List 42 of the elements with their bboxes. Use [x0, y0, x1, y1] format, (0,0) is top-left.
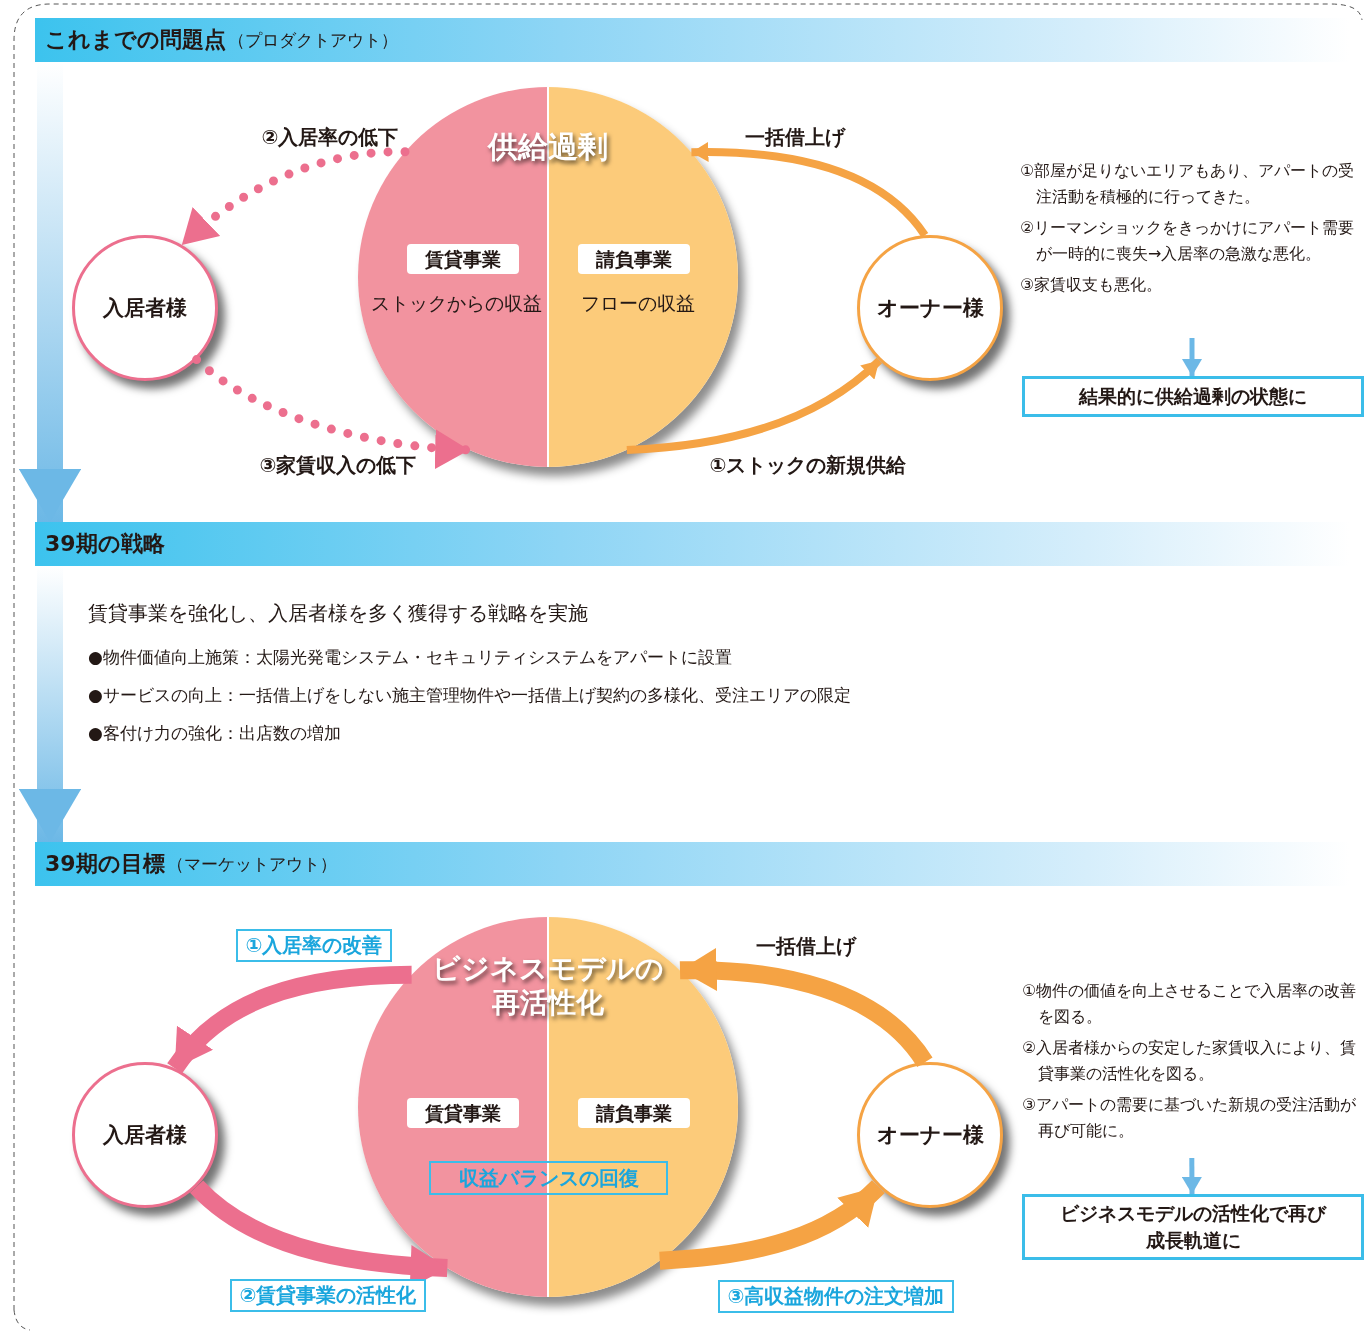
- section-heading: 39期の目標: [45, 850, 165, 878]
- node-label: オーナー様: [876, 1122, 984, 1149]
- edge-label: ①入居率の改善: [235, 929, 393, 962]
- note-text: ③家賃収支も悪化。: [1020, 274, 1164, 297]
- section-subheading: （マーケットアウト）: [166, 852, 337, 876]
- note-text: ②リーマンショックをきっかけにアパート需要が一時的に喪失→入居率の急激な悪化。: [1020, 217, 1356, 265]
- arrow: [626, 357, 882, 454]
- label-tag: 請負事業: [578, 244, 690, 274]
- node-label: 入居者様: [103, 1122, 187, 1149]
- label-tag: 賃貸事業: [407, 1098, 519, 1128]
- note-text: ②入居者様からの安定した家賃収入により、賃貸事業の活性化を図る。: [1022, 1037, 1357, 1085]
- bullet-text: ●サービスの向上：一括借上げをしない施主管理物件や一括借上げ契約の多様化、受注エリアの限定: [88, 684, 851, 707]
- arrow: [1183, 338, 1201, 376]
- result-box: 結果的に供給過剰の状態に: [1022, 376, 1364, 417]
- circle-text: ストックからの収益: [369, 291, 543, 316]
- arrow: [679, 951, 933, 1068]
- node-label: オーナー様: [876, 295, 984, 322]
- label-tag: 請負事業: [578, 1098, 690, 1128]
- section-subheading: （プロダクトアウト）: [228, 28, 398, 52]
- bullet-text: ●客付け力の強化：出店数の増加: [88, 722, 341, 745]
- note-text: ①部屋が足りないエリアもあり、アパートの受注活動を積極的に行ってきた。: [1020, 160, 1356, 208]
- edge-label: 一括借上げ: [756, 933, 856, 960]
- section-heading: これまでの問題点: [45, 26, 226, 54]
- section-heading: 39期の戦略: [45, 530, 165, 558]
- edge-label: ③家賃収入の低下: [259, 452, 417, 479]
- arrow: [691, 143, 929, 238]
- bullet-text: ●物件価値向上施策：太陽光発電システム・セキュリティシステムをアパートに設置: [88, 646, 732, 669]
- arrow: [1183, 1158, 1201, 1194]
- node-label: 入居者様: [103, 295, 187, 322]
- edge-label: ①ストックの新規供給: [709, 452, 907, 479]
- circle-text: フローの収益: [580, 291, 696, 316]
- note-text: ①物件の価値を向上させることで入居率の改善を図る。: [1022, 980, 1357, 1028]
- note-text: ③アパートの需要に基づいた新規の受注活動が再び可能に。: [1022, 1094, 1357, 1142]
- edge-label: ②賃貸事業の活性化: [229, 1279, 427, 1312]
- arrow: [659, 1180, 885, 1270]
- edge-label: ③高収益物件の注文増加: [717, 1280, 955, 1313]
- edge-label: 一括借上げ: [745, 124, 845, 151]
- edge-label: ②入居率の低下: [261, 124, 399, 151]
- result-box: ビジネスモデルの活性化で再び成長軌道に: [1022, 1194, 1364, 1260]
- strategy-heading: 賃貸事業を強化し、入居者様を多く獲得する戦略を実施: [88, 600, 588, 627]
- arrow: [167, 965, 412, 1074]
- label-tag: 賃貸事業: [407, 244, 519, 274]
